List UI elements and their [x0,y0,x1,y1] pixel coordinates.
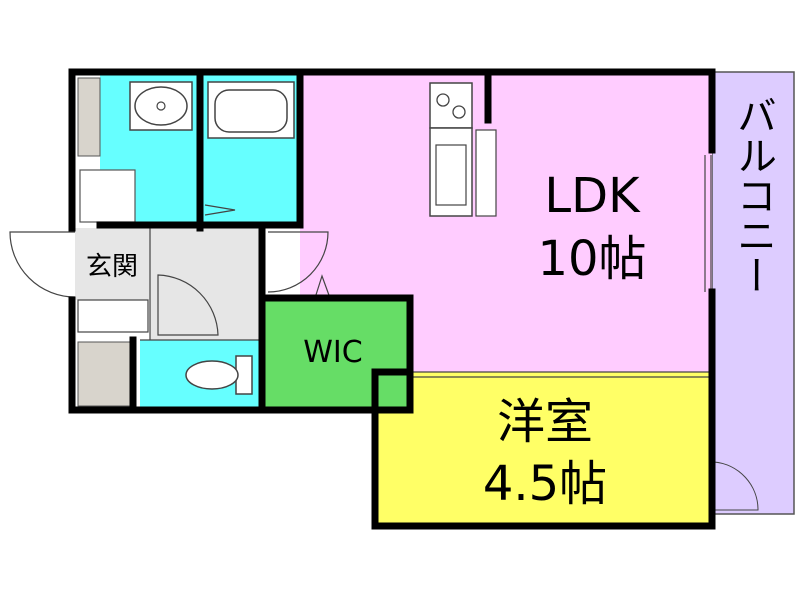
entrance-label: 玄関 [86,252,138,282]
balcony-door-swing [713,461,759,511]
hall-door-swing [157,274,219,336]
ldk-door-swing [267,231,329,293]
sink-icon [429,127,473,217]
western-room-size-label: 4.5帖 [483,456,607,512]
washbasin-icon [129,81,193,131]
washer-pan [79,169,136,223]
kitchen-counter [475,129,497,217]
ldk-size-label: 10帖 [537,231,646,287]
balcony-area [711,71,795,515]
storage-block-top [77,77,101,157]
shoe-cabinet [77,299,149,333]
stove-icon [429,82,473,129]
western-room [375,372,712,524]
western-room-label: 洋室 [497,394,593,450]
entrance-door-swing [9,231,76,298]
walls [68,68,716,530]
bathtub-icon [207,81,295,139]
entrance-area [75,228,150,300]
wic-label: WIC [303,335,362,370]
balcony-label: バルコニー [730,95,776,295]
thin-partitions [140,155,712,378]
ldk-label: LDK [544,168,641,224]
toilet-icon [185,355,253,395]
wic-door-mark [314,274,331,299]
storage-block-bottom [77,341,131,407]
hallway-area [150,228,262,340]
wic-room [265,298,410,408]
washroom-door-swing [204,204,236,216]
